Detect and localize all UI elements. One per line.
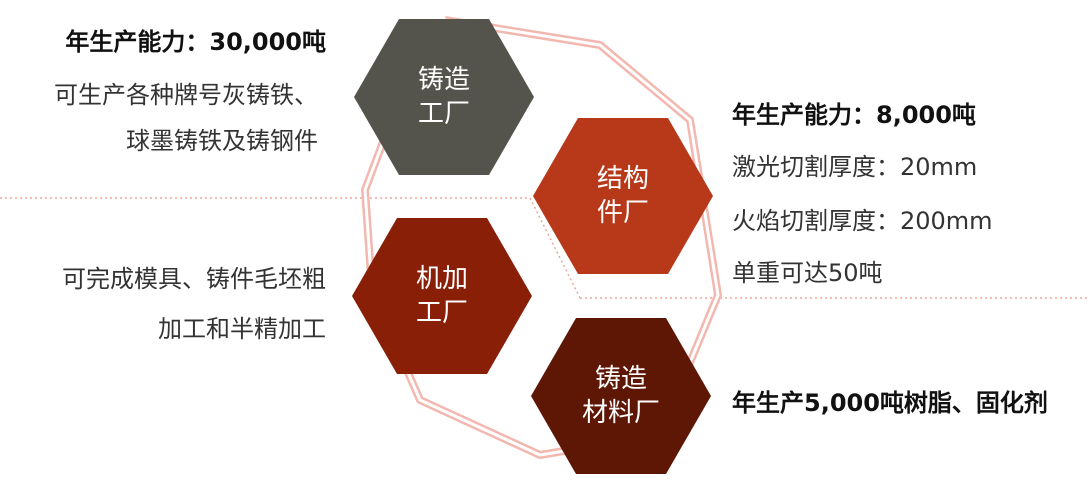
hexagon-materials-label-line2: 材料厂: [581, 398, 660, 428]
divider-line-right: [529, 197, 581, 299]
hexagon-structural[interactable]: [533, 118, 713, 274]
machining-desc-line1: 可完成模具、铸件毛坯粗: [62, 265, 326, 293]
foundry-desc-line1: 可生产各种牌号灰铸铁、: [54, 81, 318, 109]
hexagon-foundry-label-line2: 工厂: [417, 99, 470, 129]
hexagon-foundry-label: 铸造 工厂: [384, 63, 504, 131]
hexagon-foundry[interactable]: [354, 19, 534, 175]
foundry-desc-line2: 球墨铸铁及铸钢件: [126, 127, 318, 155]
hexagon-structural-label-line1: 结构: [596, 164, 649, 194]
structural-laser-thickness: 激光切割厚度：20mm: [732, 153, 978, 181]
hexagon-machining-label-line2: 工厂: [415, 298, 468, 328]
hexagon-structural-label-line2: 件厂: [596, 198, 649, 228]
foundry-capacity: 年生产能力：30,000吨: [65, 28, 326, 56]
hexagon-structural-label: 结构 件厂: [563, 162, 683, 230]
hexagon-materials-label-line1: 铸造: [594, 364, 647, 394]
hexagon-foundry-label-line1: 铸造: [417, 65, 470, 95]
structural-capacity: 年生产能力：8,000吨: [732, 101, 976, 129]
structural-flame-thickness: 火焰切割厚度：200mm: [732, 207, 993, 235]
machining-desc-line2: 加工和半精加工: [158, 315, 326, 343]
materials-capacity: 年生产5,000吨树脂、固化剂: [732, 389, 1048, 417]
hexagon-materials-label: 铸造 材料厂: [561, 362, 681, 430]
hexagon-materials[interactable]: [531, 318, 711, 474]
structural-unit-weight: 单重可达50吨: [732, 259, 883, 287]
hexagon-machining[interactable]: [352, 218, 532, 374]
hexagon-machining-label: 机加 工厂: [382, 262, 502, 330]
hexagon-machining-label-line1: 机加: [415, 264, 468, 294]
